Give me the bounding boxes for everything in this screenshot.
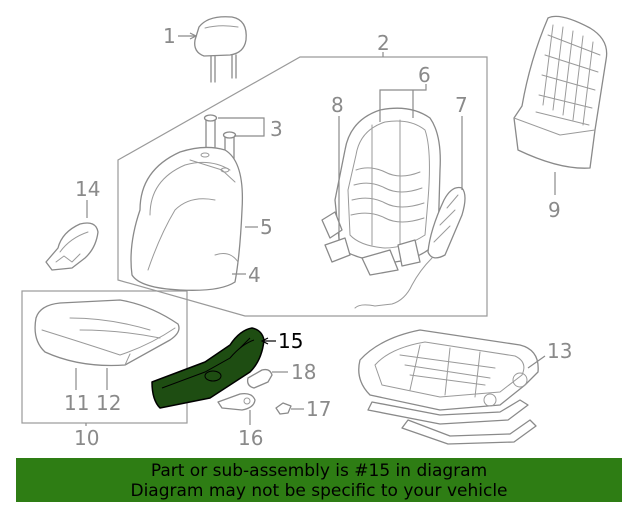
callout-7: 7	[455, 93, 468, 117]
callout-17: 17	[306, 397, 331, 421]
banner-line-part-info: Part or sub-assembly is #15 in diagram	[150, 461, 488, 481]
recliner-lever-part-16[interactable]	[217, 392, 256, 411]
callout-8: 8	[331, 93, 344, 117]
seat-back-board-part-9[interactable]	[513, 15, 608, 169]
callout-18: 18	[291, 360, 316, 384]
seat-back-group-frame	[117, 56, 488, 317]
side-trim-part-14[interactable]	[45, 222, 99, 271]
parts-diagram: 1 2 3 4 5 6 7 8 9 10 11 12 13 14 15 16 1…	[21, 15, 608, 450]
leader-3	[218, 117, 265, 137]
callout-12: 12	[96, 391, 121, 415]
callout-14: 14	[75, 177, 100, 201]
callout-13: 13	[547, 339, 572, 363]
leader-6	[379, 84, 427, 122]
callout-3: 3	[270, 117, 283, 141]
seat-back-frame-part-6[interactable]	[321, 107, 441, 276]
callout-10: 10	[74, 426, 99, 450]
callout-9: 9	[548, 198, 561, 222]
banner-line-disclaimer: Diagram may not be specific to your vehi…	[130, 481, 508, 501]
info-banner: Part or sub-assembly is #15 in diagram D…	[16, 458, 622, 502]
callout-16: 16	[238, 426, 263, 450]
callout-11: 11	[64, 391, 89, 415]
callout-2: 2	[377, 31, 390, 55]
callout-6: 6	[418, 63, 431, 87]
callout-4: 4	[248, 263, 261, 287]
seat-cushion-part-12[interactable]	[34, 299, 180, 367]
leader-13	[527, 355, 546, 369]
leader-15-arrow	[260, 337, 269, 345]
leader-1-arrow	[189, 32, 198, 40]
callout-15: 15	[278, 329, 303, 353]
leader-lines	[75, 32, 556, 426]
callout-1: 1	[163, 24, 176, 48]
headrest-part-1[interactable]	[194, 16, 247, 83]
clip-part-17[interactable]	[275, 402, 292, 415]
seat-track-part-13[interactable]	[358, 329, 539, 445]
seat-cushion-group-frame	[21, 290, 188, 424]
seat-back-cover-part-5[interactable]	[130, 146, 244, 291]
cover-cap-part-18[interactable]	[246, 368, 273, 389]
callout-5: 5	[260, 215, 273, 239]
seat-heater-module-part-7[interactable]	[354, 186, 466, 309]
